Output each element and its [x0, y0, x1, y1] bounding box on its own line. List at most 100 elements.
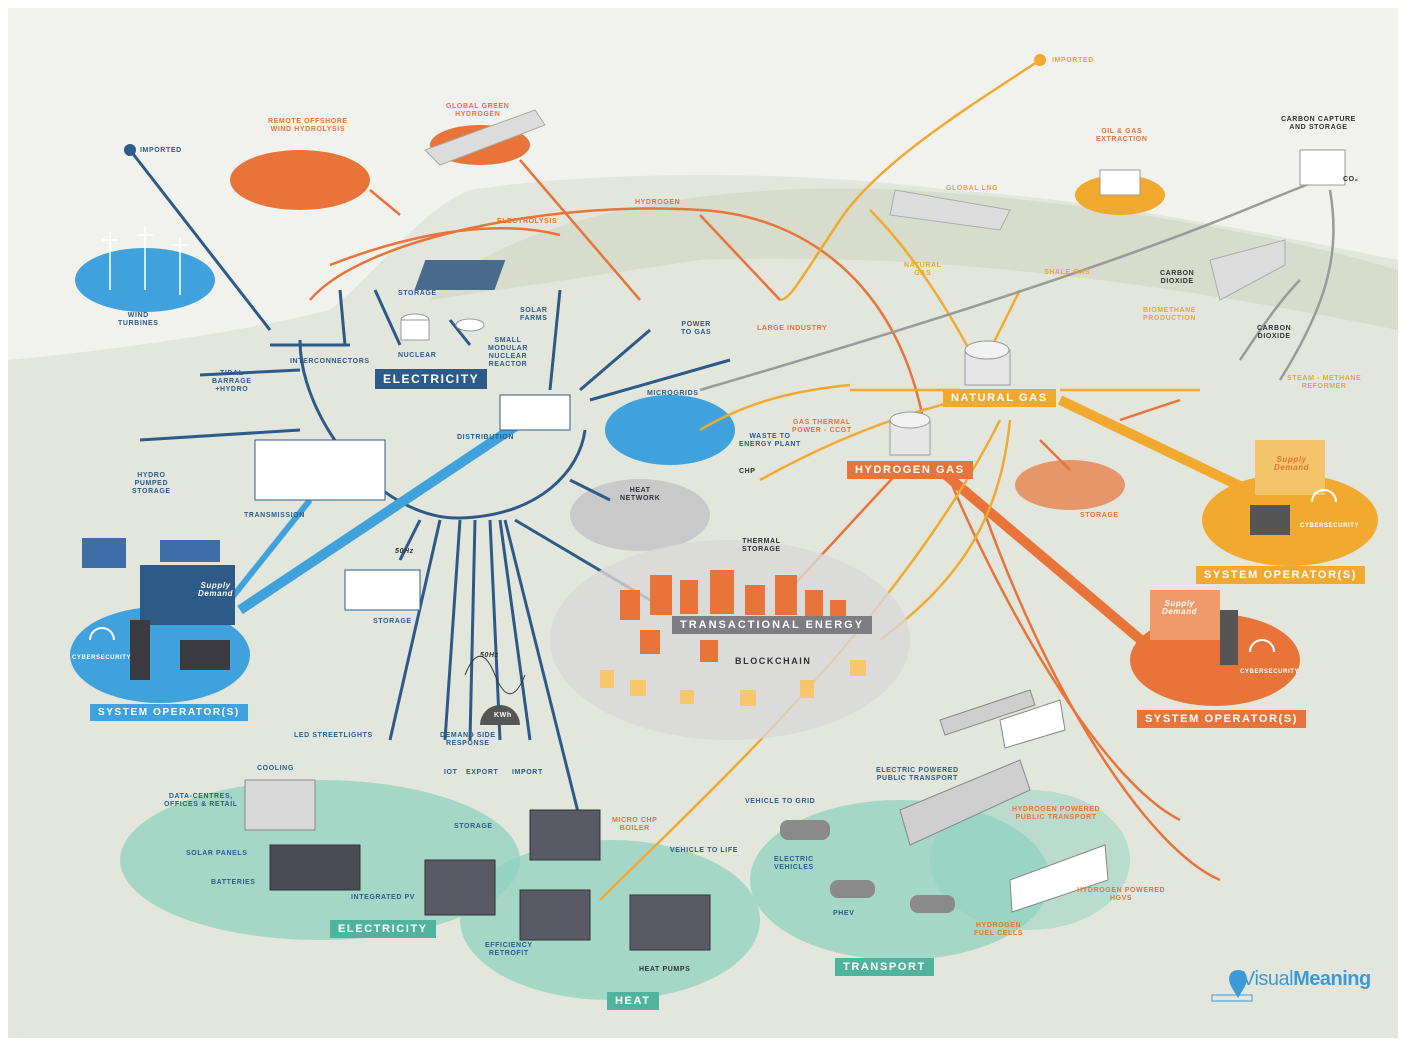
elec-to-iot — [468, 519, 477, 741]
label-heat-pumps: HEAT PUMPS — [639, 966, 691, 973]
label-supply-demand-3: Supply Demand — [1162, 599, 1198, 616]
label-demand-side: DEMAND SIDE RESPONSE — [440, 732, 496, 747]
banner-transactional-energy: TRANSACTIONAL ENERGY — [672, 616, 873, 634]
banner-system-operator-orange: SYSTEM OPERATOR(S) — [1137, 710, 1307, 728]
label-carbon-dioxide-1: CARBON DIOXIDE — [1160, 270, 1195, 285]
label-electrolysis: ELECTROLYSIS — [497, 218, 558, 225]
land-far — [430, 188, 1398, 330]
truck-icon — [999, 699, 1109, 913]
label-thermal-storage: THERMAL STORAGE — [742, 538, 781, 553]
label-tidal: TIDAL BARRAGE +HYDRO — [212, 370, 252, 393]
import-line-top — [779, 58, 1041, 302]
label-micro-chp: MICRO CHP BOILER — [612, 817, 658, 832]
elec-to-solar — [548, 289, 562, 391]
label-batteries: BATTERIES — [211, 879, 256, 886]
label-hydrogen-line: HYDROGEN — [635, 199, 681, 206]
wind-turbine-icon — [102, 227, 188, 295]
house-icon — [424, 809, 711, 951]
label-remote-offshore: REMOTE OFFSHORE WIND HYDROLYSIS — [268, 118, 348, 133]
electrolysis-line — [329, 227, 561, 267]
label-carbon-dioxide-2: CARBON DIOXIDE — [1257, 325, 1292, 340]
carbon-line-1 — [699, 178, 1321, 392]
label-nuclear: NUCLEAR — [398, 352, 437, 359]
transmission-substation-icon — [254, 439, 386, 501]
elec-to-power-to-gas — [579, 328, 651, 392]
hydrogen-gas-tank-icon — [889, 411, 931, 456]
city-blocks-icon — [620, 570, 846, 662]
banner-heat: HEAT — [607, 992, 659, 1010]
label-transmission: TRANSMISSION — [244, 512, 305, 519]
label-cooling: COOLING — [257, 765, 294, 772]
carbon-line-3 — [1238, 279, 1301, 361]
car-icon — [780, 820, 955, 913]
elec-to-smr — [448, 319, 472, 346]
gas-to-microgrid — [699, 383, 851, 432]
city-yellow-blocks — [600, 660, 866, 706]
logo-text-meaning: Meaning — [1293, 968, 1371, 990]
label-microgrids: MICROGRIDS — [647, 390, 699, 397]
label-chp: CHP — [739, 468, 756, 475]
h2-to-reformer — [1119, 398, 1181, 422]
natural-gas-tank-icon — [964, 340, 1011, 386]
label-wind-turbines: WIND TURBINES — [118, 312, 159, 327]
elec-operator-feed — [227, 498, 313, 602]
label-large-industry: LARGE INDUSTRY — [757, 325, 828, 332]
storage-mid-icon — [344, 569, 421, 611]
heat-demand-zone — [460, 840, 760, 1000]
elec-to-demand — [443, 519, 462, 741]
logo-text-visual: Visual — [1242, 968, 1294, 990]
label-imported-left: IMPORTED — [140, 147, 182, 154]
banner-system-operator-blue: SYSTEM OPERATOR(S) — [90, 704, 248, 721]
label-freq-1: 50Hz — [395, 548, 414, 555]
carbon-line-2 — [1278, 189, 1335, 381]
label-vehicle-to-life: VEHICLE TO LIFE — [670, 847, 738, 854]
import-node-left — [124, 144, 136, 156]
wifi-lock-icon — [89, 489, 1337, 653]
operator-desk-icon-yellow — [1250, 440, 1325, 535]
elec-to-storage — [373, 289, 402, 346]
elec-to-nuclear — [338, 289, 347, 346]
frequency-wave-icon — [464, 655, 526, 695]
banner-electricity-hub: ELECTRICITY — [375, 369, 488, 389]
label-cybersecurity-orange: CYBERSECURITY — [1240, 669, 1300, 675]
label-export: EXPORT — [466, 769, 499, 776]
visualmeaning-logo: VisualMeaning — [1212, 968, 1371, 991]
label-hydrogen-hgvs: HYDROGEN POWERED HGVS — [1077, 887, 1166, 902]
offshore-pad — [230, 150, 370, 210]
label-data-centres: DATA-CENTRES, OFFICES & RETAIL — [164, 793, 238, 808]
label-power-to-gas: POWER TO GAS — [681, 321, 712, 336]
elec-to-storage-mid — [398, 519, 422, 561]
oil-rig-icon — [1099, 169, 1141, 196]
elec-to-ev — [503, 519, 582, 821]
label-iot: IOT — [444, 769, 458, 776]
world-map-icon — [160, 540, 220, 562]
label-biomethane: BIOMETHANE PRODUCTION — [1143, 307, 1197, 322]
label-cybersecurity-yellow: CYBERSECURITY — [1300, 523, 1360, 529]
elec-to-heat — [569, 478, 611, 502]
label-storage-mid: STORAGE — [373, 618, 412, 625]
label-storage-gas: STORAGE — [1080, 512, 1119, 519]
import-line-left — [128, 149, 272, 331]
microgrid-pad — [605, 395, 735, 465]
label-phev: PHEV — [833, 910, 855, 917]
gas-storage-pad — [1015, 460, 1125, 510]
label-co2: CO₂ — [1343, 176, 1359, 183]
label-gas-thermal: GAS THERMAL POWER - CCGT — [792, 419, 852, 434]
h2-to-storage — [1039, 439, 1071, 471]
carbon-capture-rig-icon — [1299, 149, 1346, 186]
factory-icon — [269, 844, 361, 891]
gas-trunk — [1057, 395, 1293, 515]
transport-demand-zone-2 — [930, 790, 1130, 930]
label-steam-methane: STEAM - METHANE REFORMER — [1287, 375, 1362, 390]
label-solar-panels: SOLAR PANELS — [186, 850, 248, 857]
elec-main-feed — [237, 405, 543, 615]
banner-natural-gas: NATURAL GAS — [943, 389, 1056, 407]
label-electric-vehicles: ELECTRIC VEHICLES — [774, 856, 814, 871]
label-electric-public: ELECTRIC POWERED PUBLIC TRANSPORT — [876, 767, 959, 782]
label-kwh: KWh — [494, 712, 512, 719]
elec-to-microgrids — [589, 358, 731, 402]
ship-icon — [424, 109, 1286, 301]
kwh-meter-icon — [480, 705, 520, 725]
